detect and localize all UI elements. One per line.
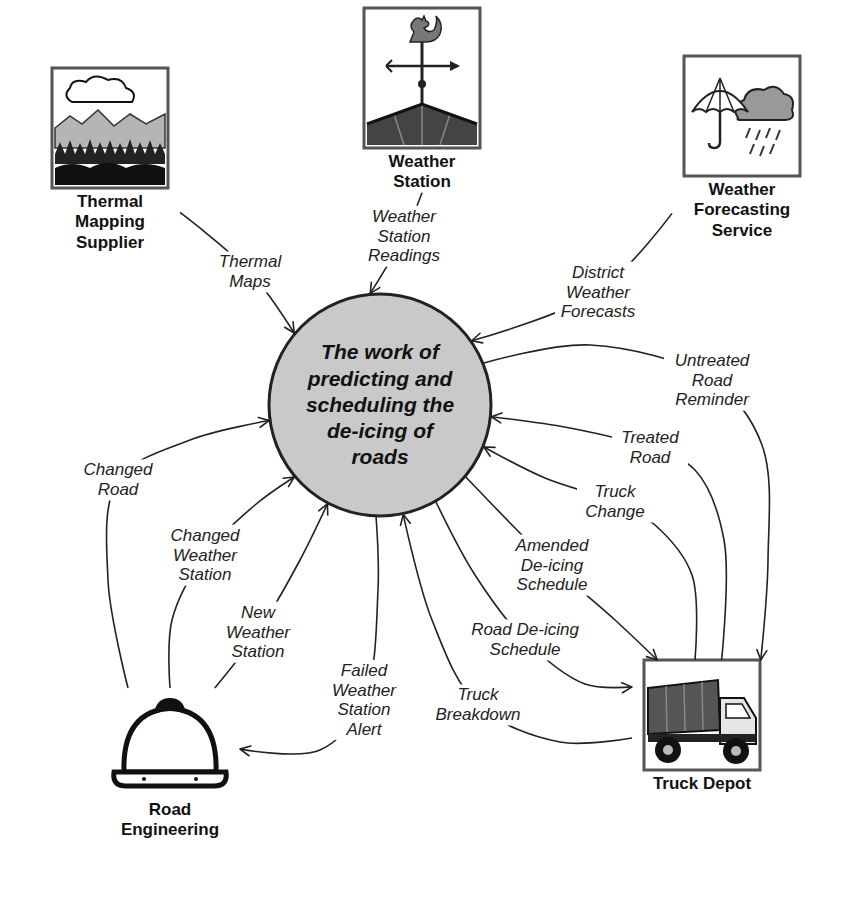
forecast-icon xyxy=(684,56,800,176)
wheel xyxy=(723,738,749,764)
external-entity: Truck Depot xyxy=(632,660,772,794)
data-flow xyxy=(403,515,632,744)
flow-label-text: Weather Station Readings xyxy=(361,206,447,267)
flow-label: Amended De-icing Schedule xyxy=(507,535,598,596)
data-flow xyxy=(180,212,294,333)
icon-frame xyxy=(52,68,168,188)
wheel xyxy=(655,737,681,763)
trees xyxy=(55,139,165,164)
rain xyxy=(746,128,780,156)
process-circle xyxy=(269,294,491,516)
flow-label: New Weather Station xyxy=(218,602,299,663)
cloud xyxy=(66,76,134,102)
icon-frame xyxy=(364,8,480,148)
wheel-hub xyxy=(663,745,673,755)
flow-label-text: Thermal Maps xyxy=(212,251,288,292)
wheel-hub xyxy=(731,746,741,756)
vane-arm xyxy=(386,65,458,68)
flow-label-text: Truck Breakdown xyxy=(430,684,526,725)
rooster xyxy=(410,16,441,42)
icon-frame xyxy=(684,56,800,176)
flow-label: Weather Station Readings xyxy=(361,206,447,267)
flow-label: Road De-icing Schedule xyxy=(465,619,586,660)
icon-frame xyxy=(644,660,760,770)
truck-icon xyxy=(644,660,760,770)
flow-label: Treated Road xyxy=(612,427,688,468)
flow-label: Changed Weather Station xyxy=(165,525,246,586)
external-entity: Weather Station xyxy=(352,8,492,193)
entity-name: Weather Forecasting Service xyxy=(690,180,795,241)
process-bubble: The work of predicting and scheduling th… xyxy=(267,292,493,518)
entity-name: Thermal Mapping Supplier xyxy=(60,192,160,253)
flow-label: Failed Weather Station Alert xyxy=(324,660,405,740)
rain-cloud xyxy=(735,87,793,120)
vane-tail xyxy=(386,60,392,72)
cab-window xyxy=(726,704,750,718)
entity-name: Weather Station xyxy=(372,152,472,193)
flow-label-text: Road De-icing Schedule xyxy=(465,619,586,660)
entity-name: Road Engineering xyxy=(120,800,220,841)
flow-label-text: New Weather Station xyxy=(218,602,299,663)
hat-ridge xyxy=(154,698,186,714)
vane-arrow xyxy=(450,61,460,71)
flow-label-text: Treated Road xyxy=(612,427,688,468)
connectors xyxy=(106,193,769,754)
flow-label-text: Truck Change xyxy=(577,481,653,522)
flow-label-text: Untreated Road Reminder xyxy=(664,350,760,411)
flow-label: Truck Change xyxy=(577,481,653,522)
data-flow xyxy=(436,502,632,688)
flow-label: District Weather Forecasts xyxy=(555,262,641,323)
flow-label-text: Failed Weather Station Alert xyxy=(324,660,405,740)
flow-label: Thermal Maps xyxy=(212,251,288,292)
hard-hat-icon xyxy=(114,698,227,786)
roof-ridge xyxy=(367,104,477,124)
hat-dot xyxy=(142,777,146,781)
flow-label: Untreated Road Reminder xyxy=(664,350,760,411)
dump-ribs xyxy=(666,682,703,732)
external-entity: Road Engineering xyxy=(100,688,240,841)
hills xyxy=(55,163,165,185)
dump-body xyxy=(648,680,720,734)
hat-dome xyxy=(124,708,216,772)
flow-label-text: Changed Road xyxy=(78,459,159,500)
data-flow xyxy=(484,345,770,660)
flow-label: Changed Road xyxy=(78,459,159,500)
hat-dot xyxy=(194,777,198,781)
process-name: The work of predicting and scheduling th… xyxy=(300,339,460,470)
umbrella-handle xyxy=(709,112,720,148)
weather-vane-icon xyxy=(364,8,480,148)
flow-label-text: Changed Weather Station xyxy=(165,525,246,586)
entity-name: Truck Depot xyxy=(642,774,762,794)
flow-label: Truck Breakdown xyxy=(430,684,526,725)
roof xyxy=(367,104,477,145)
external-entity: Weather Forecasting Service xyxy=(672,56,812,241)
external-entity: Thermal Mapping Supplier xyxy=(40,68,180,253)
thermal-map-icon xyxy=(52,68,168,188)
hat-brim xyxy=(114,772,227,786)
vane-pole xyxy=(421,42,424,106)
flow-label-text: Amended De-icing Schedule xyxy=(507,535,598,596)
vane-ball xyxy=(418,80,426,88)
flow-label-text: District Weather Forecasts xyxy=(555,262,641,323)
data-flow xyxy=(472,213,672,340)
umbrella-ribs xyxy=(706,78,734,112)
